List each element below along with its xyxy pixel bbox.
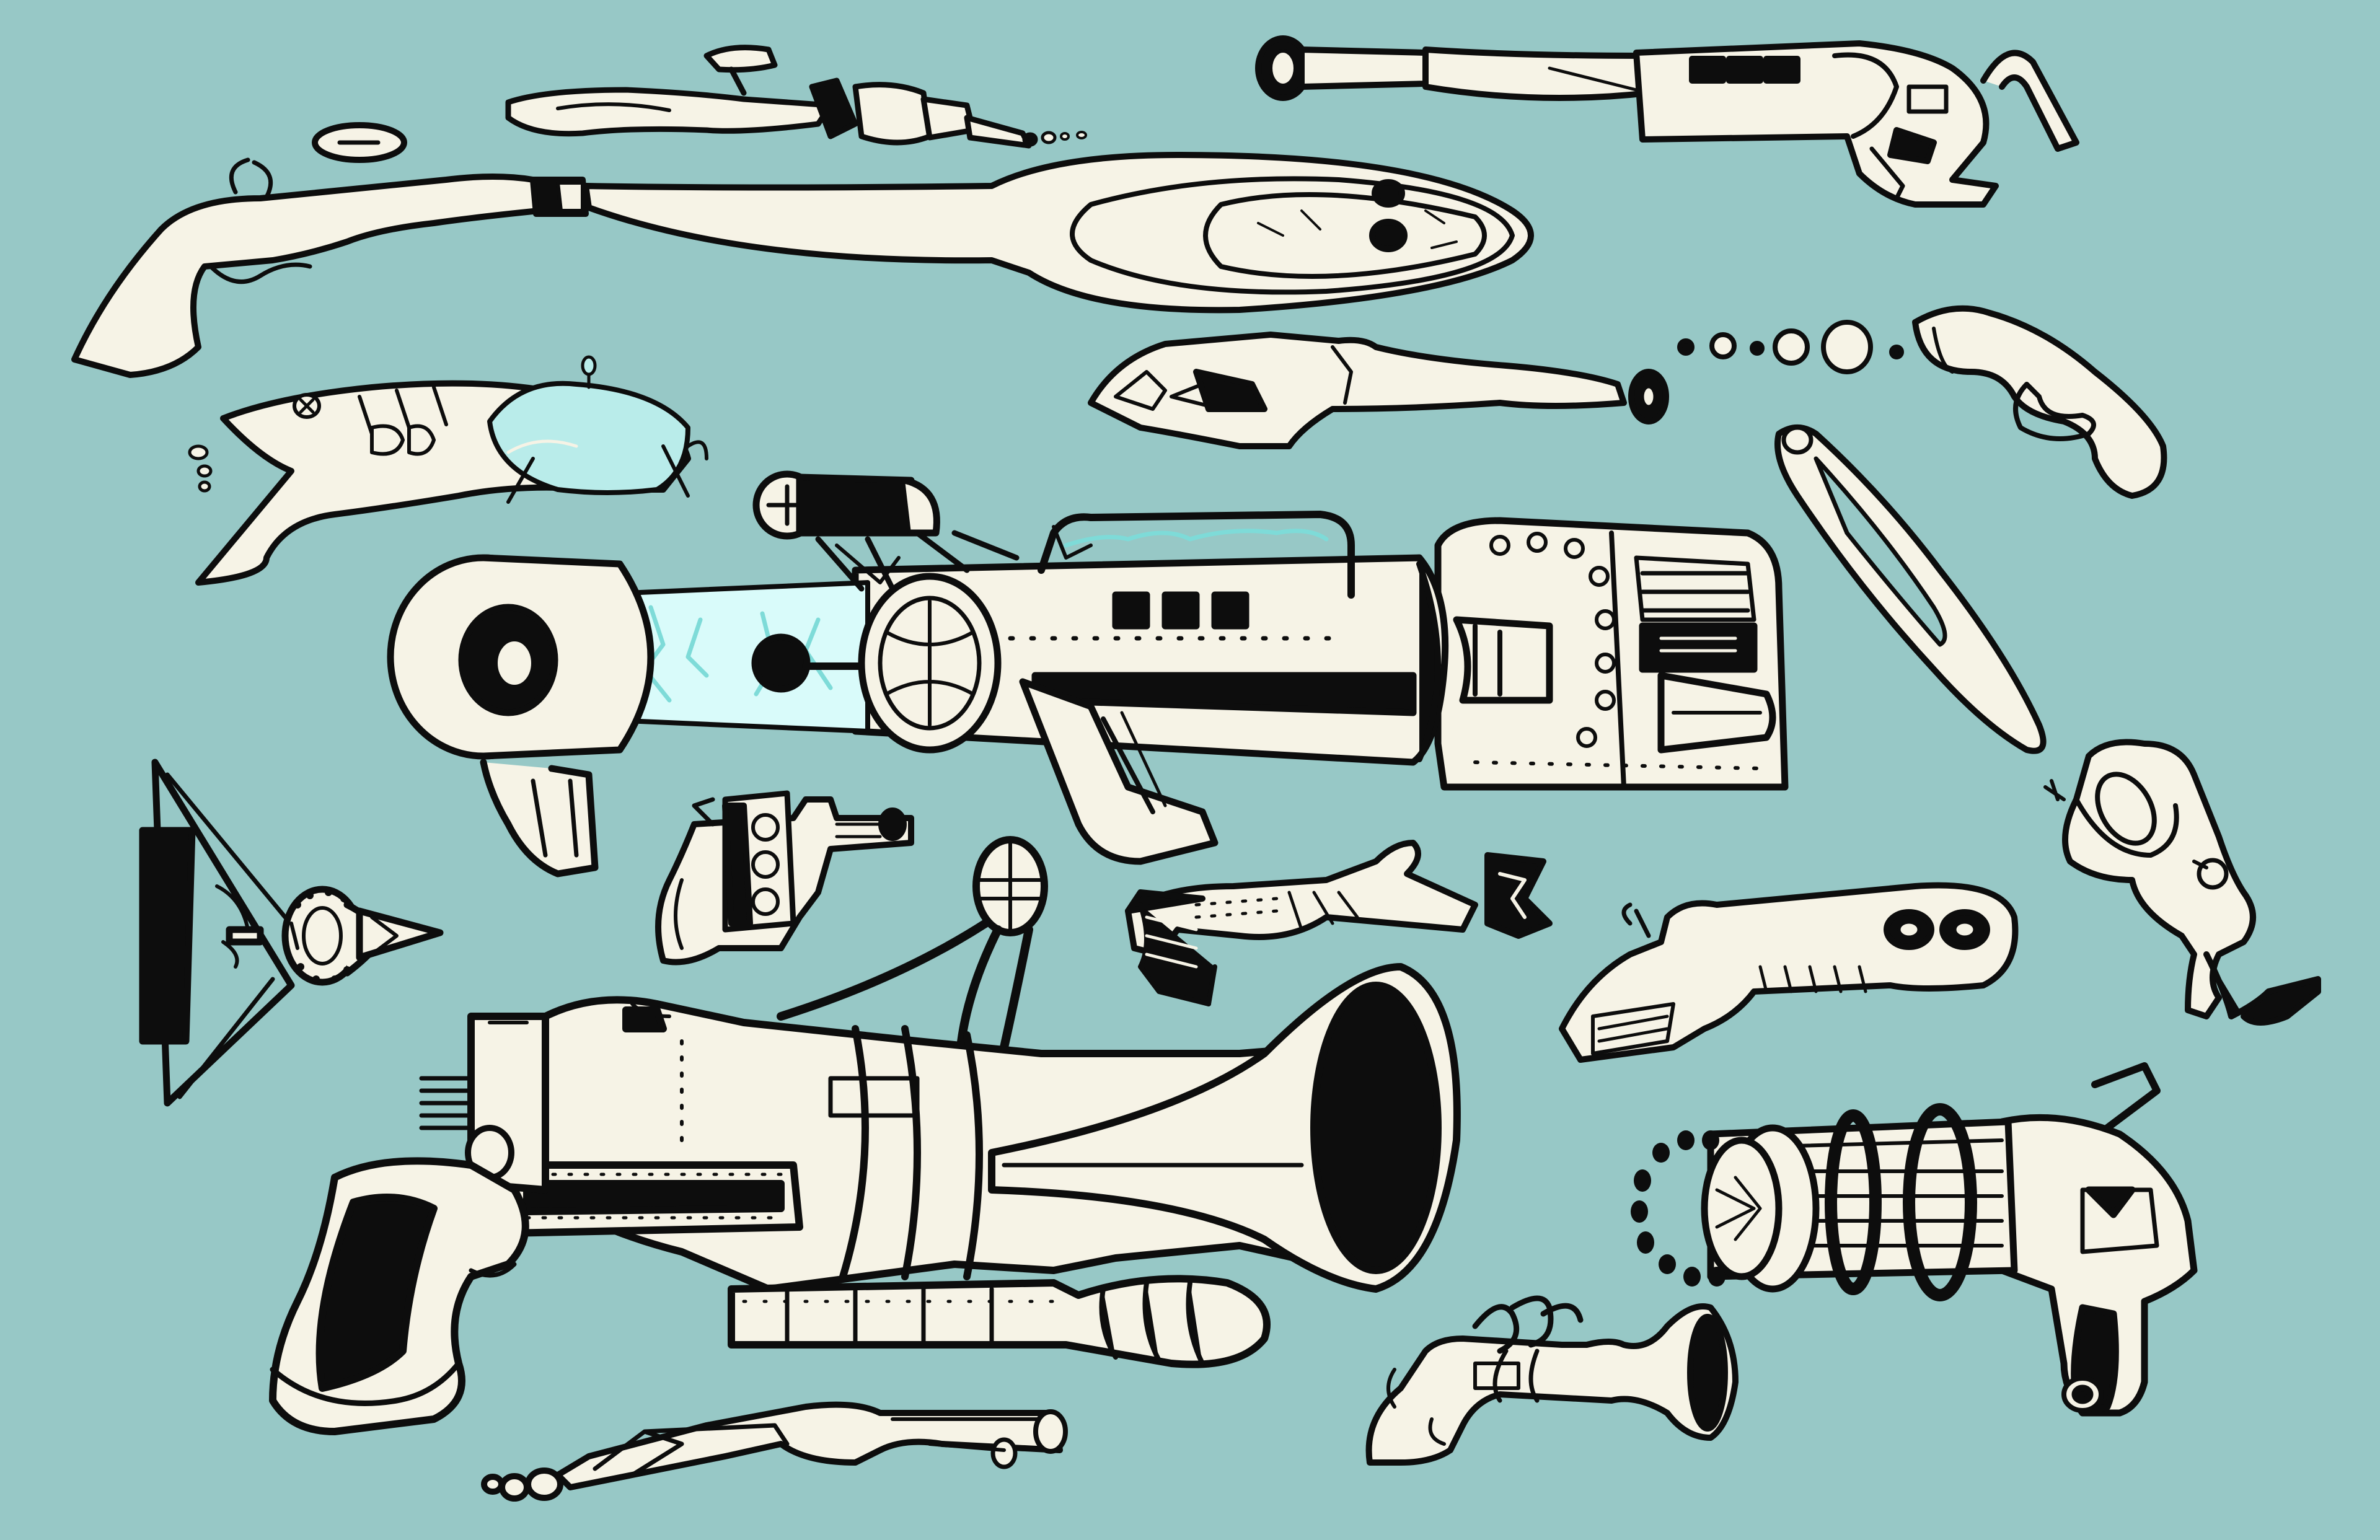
oval-lens-blaster-icon [71, 122, 1534, 378]
needle-nozzle-gun-icon [1088, 332, 1669, 449]
skeleton-rifle-icon [481, 1401, 1068, 1502]
funnel-blaster-icon [2043, 739, 2321, 1026]
bubble-emitter-icon [1677, 305, 2167, 499]
spring-trumpet-pistol-icon [1365, 1295, 1739, 1466]
tube-shooter-icon [1125, 840, 1553, 1006]
long-needle-pistol-icon [1255, 35, 2079, 208]
traffic-light-pistol-icon [655, 790, 914, 966]
glass-dome-pistol-icon [188, 355, 708, 586]
twin-barrel-blaster-icon [1559, 882, 2019, 1063]
slim-pistol-icon [505, 45, 1087, 149]
curved-grip-icon [1774, 425, 2047, 754]
trumpet-blunderbuss-icon [269, 836, 1461, 1435]
heavy-tesla-cannon-icon [387, 470, 1789, 878]
triangle-spike-gun-icon [139, 759, 444, 1107]
gatling-raygun-icon [1631, 1062, 2198, 1417]
